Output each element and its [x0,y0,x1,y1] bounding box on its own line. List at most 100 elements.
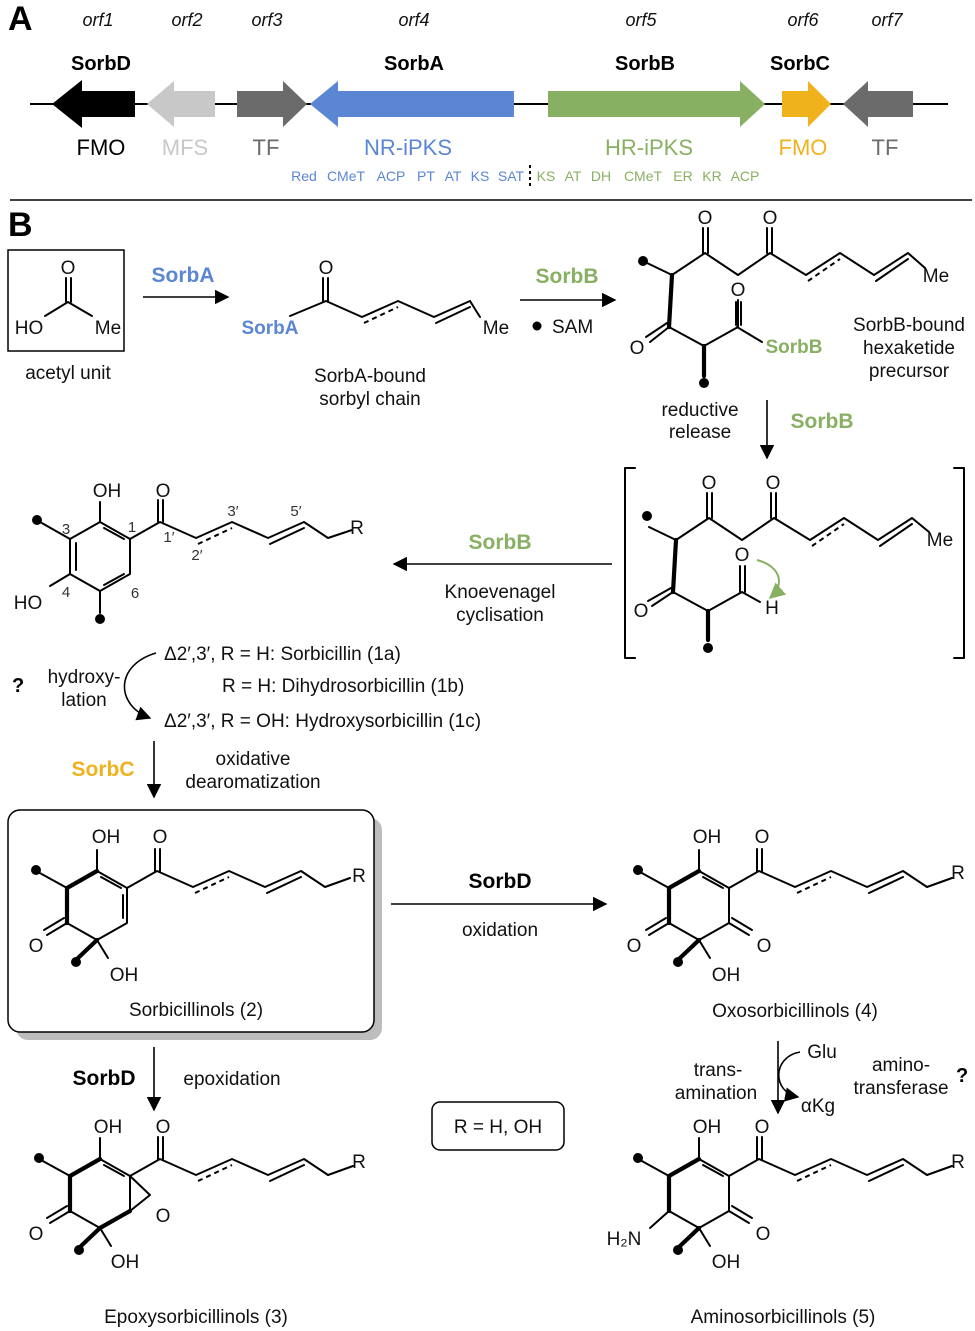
atom-label: O [156,1206,171,1227]
atom-label: O [766,473,781,494]
enzyme-label-sorbC: SorbC [72,758,135,781]
atom-label: OH [693,1117,722,1138]
step-label: trans- [694,1060,743,1081]
domain-label: AT [445,168,462,184]
function-labels: FMO MFS TF NR-iPKS HR-iPKS FMO TF [77,135,899,160]
orf-label: orf7 [871,10,903,30]
function-label: FMO [779,135,828,160]
arrow-hydroxylation [123,652,157,721]
atom-label: O [319,258,334,279]
enzyme-label-sorbB: SorbB [791,410,854,433]
compound-label: hexaketide [863,338,955,359]
enzyme-label-sorbA: SorbA [242,318,299,339]
atom-label: OH [110,965,139,986]
atom-label: O [756,1224,771,1245]
orf-label: orf2 [171,10,202,30]
step-label: cyclisation [456,605,544,626]
enzyme-label-sorbB: SorbB [766,337,823,358]
compound-name-5: Aminosorbicillinols (5) [691,1307,876,1328]
atom-label: OH [712,1252,741,1273]
atom-label: OH [94,1117,123,1138]
atom-label: Me [483,318,509,339]
acetyl-box [7,249,125,352]
compound-name-3: Epoxysorbicillinols (3) [104,1307,288,1328]
atom-label: O [156,481,171,502]
compound-line-1b: R = H: Dihydrosorbicillin (1b) [222,676,464,697]
atom-label: O [29,1224,44,1245]
atom-label: Me [923,266,949,287]
atom-label: O [755,827,770,848]
atom-label: O [757,936,772,957]
orf-labels: orf1 orf2 orf3 orf4 orf5 orf6 orf7 [82,10,903,30]
gene-names: SorbD SorbA SorbB SorbC [71,53,830,75]
ring-number: 1′ [163,529,174,546]
acetyl-unit-label: acetyl unit [25,363,111,384]
atom-label: R [951,1152,965,1173]
enzyme-label-sorbD: SorbD [469,870,532,893]
domain-labels-sorbB: KS AT DH CMeT ER KR ACP [537,168,760,184]
aldehyde-intermediate: O O Me O O H [624,467,965,659]
atom-label: O [763,208,778,229]
question-mark: ? [12,675,24,697]
domain-label: CMeT [327,168,366,184]
panel-a-label: A [8,0,33,38]
atom-label: Me [95,318,121,339]
domain-label: KS [537,168,556,184]
ring-number: 4 [62,584,70,601]
enzyme-label-sorbD: SorbD [73,1067,136,1090]
gene-arrow-sorbD [52,80,135,128]
acetyl-unit-structure: O HO Me [7,249,125,352]
compound-line-1a: Δ2′,3′, R = H: Sorbicillin (1a) [164,644,401,665]
domain-label: KS [471,168,490,184]
atom-label: O [61,258,76,279]
domain-label: ACP [377,168,406,184]
atom-label: R [352,866,366,887]
enzyme-label-sorbB: SorbB [536,265,599,288]
atom-label: HO [14,593,43,614]
hexaketide-precursor: O O Me O O SorbB [630,208,949,388]
gene-name-sorbD: SorbD [71,53,131,75]
step-label: oxidative [216,749,291,770]
methyl-dot [532,321,542,331]
compound-label: SorbB-bound [853,315,965,336]
epoxysorbicillinols-structure: OH O O R O OH [29,1117,366,1273]
compound-label: sorbyl chain [319,389,420,410]
step-label: lation [61,690,106,711]
sorbicillin-structure: OH O R HO 1 3 4 6 1′ 2′ 3′ 5′ [14,481,364,624]
gene-arrow-tf [237,81,307,127]
step-label: epoxidation [183,1069,280,1090]
step-label: dearomatization [185,772,320,793]
atom-label: O [627,936,642,957]
step-label: reductive [661,400,738,421]
compound-label: SorbA-bound [314,366,426,387]
atom-label: OH [111,1252,140,1273]
atom-label: O [698,208,713,229]
ring-number: 5′ [290,503,301,520]
step-label: oxidation [462,920,538,941]
atom-label: R [352,1152,366,1173]
gene-name-sorbB: SorbB [615,53,675,75]
atom-label: Me [927,530,953,551]
ring-number: 6 [131,585,139,602]
step-label: hydroxy- [48,667,121,688]
question-mark: ? [956,1065,968,1087]
domain-label: DH [591,168,611,184]
coproduct-akg: αKg [801,1096,835,1117]
atom-label: R [350,518,364,539]
atom-label: H [765,598,779,619]
function-label: TF [872,135,899,160]
atom-label: O [630,338,645,359]
gene-arrow-sorbB [548,81,765,127]
sorbicillinols-panel: OH O R O OH Sorbicillinols (2) [7,809,382,1040]
orf-label: orf5 [625,10,657,30]
enzyme-label-sorbA: SorbA [152,264,215,287]
domain-label: ACP [731,168,760,184]
enzyme-label-sorbB: SorbB [469,531,532,554]
compound-label: precursor [869,361,950,382]
function-label: NR-iPKS [364,135,452,160]
step-label: release [669,422,731,443]
gene-name-sorbA: SorbA [384,53,444,75]
atom-label: O [731,280,746,301]
ring-number: 3 [62,521,70,538]
